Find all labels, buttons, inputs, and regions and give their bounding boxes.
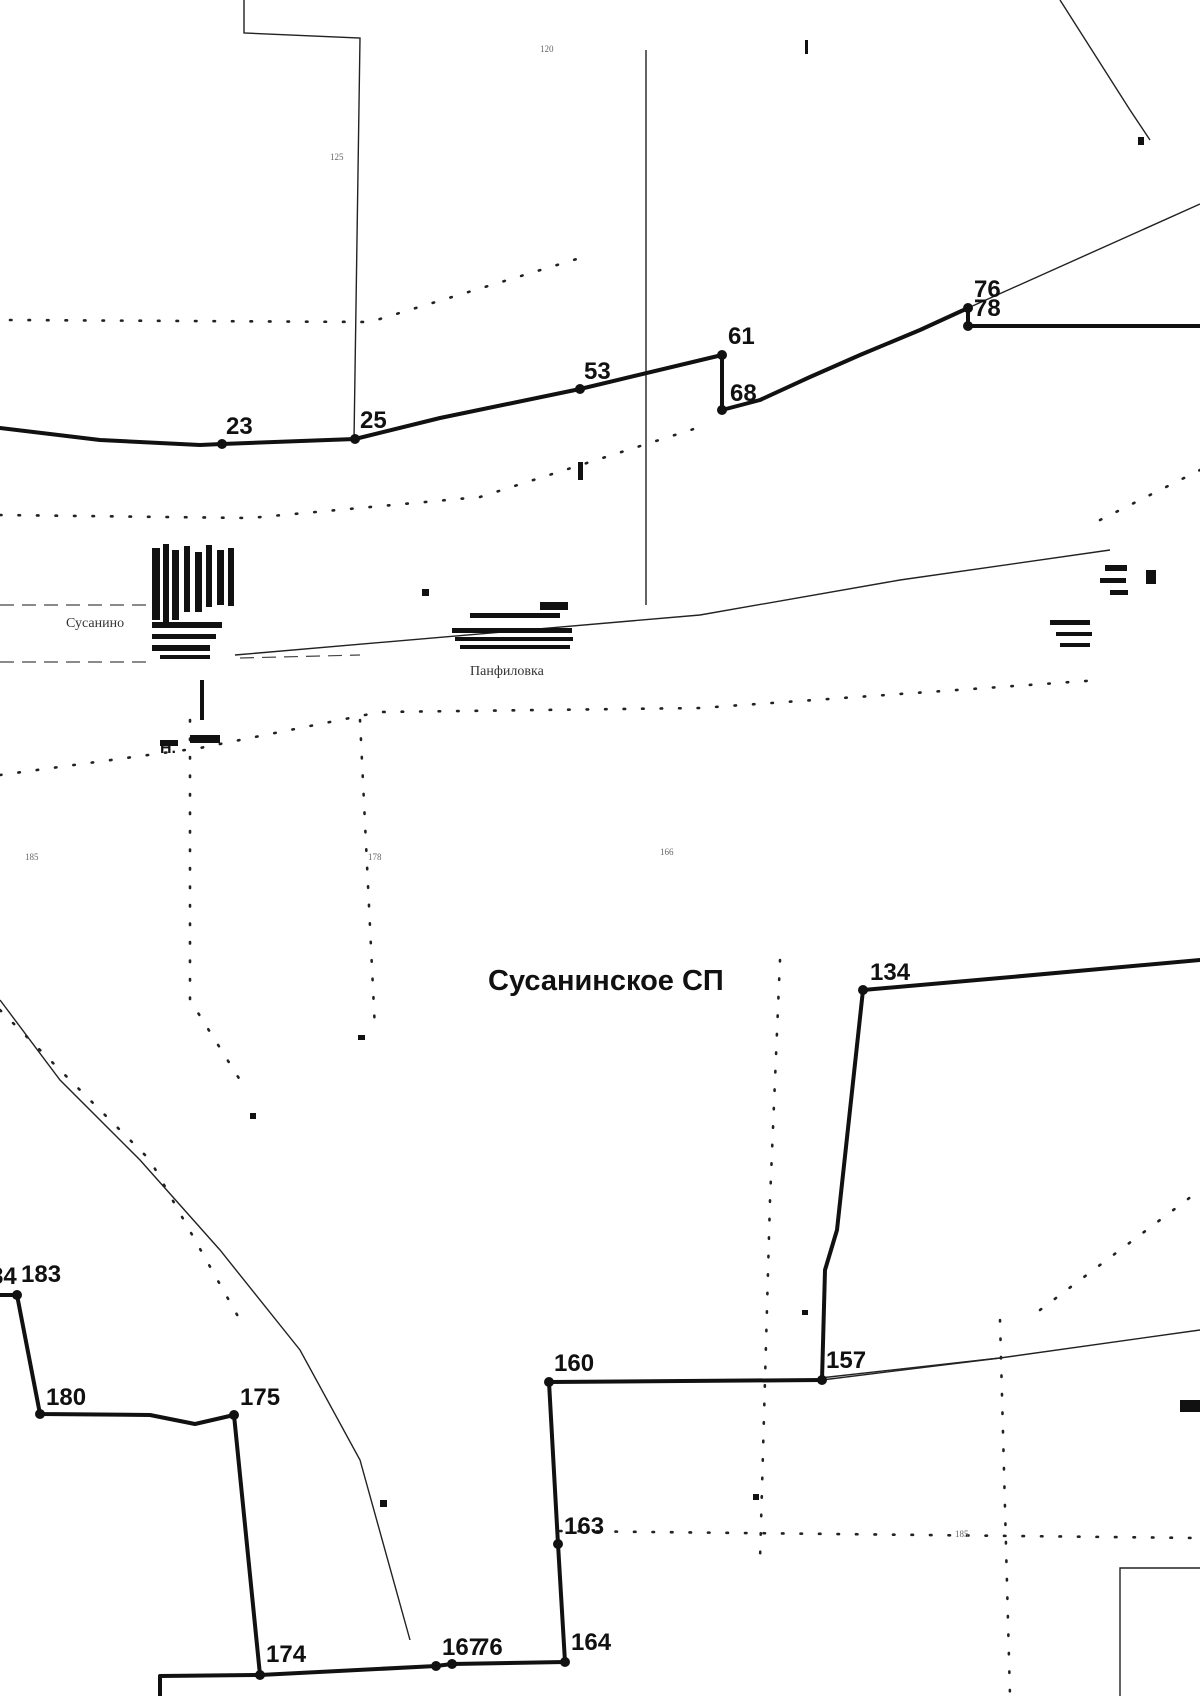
point-label-164: 164 — [571, 1629, 612, 1656]
svg-text:178: 178 — [368, 852, 382, 862]
point-label-167: 167 — [442, 1634, 482, 1661]
top-left-parcel-line — [243, 0, 361, 441]
scattered-map-marks — [250, 40, 1200, 1507]
vertex-180 — [35, 1409, 45, 1419]
faint-ridge-line — [0, 999, 411, 1641]
point-label-53: 53 — [584, 358, 611, 385]
dotted-line-10 — [1098, 468, 1200, 522]
vertex-76 — [963, 303, 973, 313]
boundary-north — [0, 306, 1200, 447]
vertex-167 — [431, 1661, 441, 1671]
vertex-23 — [217, 439, 227, 449]
point-label-160: 160 — [554, 1350, 594, 1377]
dotted-line-9 — [0, 1008, 242, 1322]
region-label: Сусанинское СП — [488, 965, 724, 997]
point-label-180: 180 — [46, 1384, 86, 1411]
bottom-right-frame — [1119, 1567, 1200, 1696]
point-label-78: 78 — [974, 295, 1001, 322]
vertex-157 — [817, 1375, 827, 1385]
dotted-line-6 — [558, 1529, 1200, 1540]
settlement-east-buildings — [1050, 565, 1156, 647]
point-label-175: 175 — [240, 1384, 280, 1411]
vertex-164 — [560, 1657, 570, 1667]
point-label-174: 174 — [266, 1641, 307, 1668]
point-label-163: 163 — [564, 1513, 604, 1540]
vertex-176 — [447, 1659, 457, 1669]
settlement-label-n: Н. — [160, 740, 176, 757]
point-label-61: 61 — [728, 323, 755, 350]
boundary-inner-link — [821, 1357, 1001, 1381]
vertex-183 — [12, 1290, 22, 1300]
boundary-vertices — [12, 303, 973, 1680]
vertex-25 — [350, 434, 360, 444]
dotted-line-5 — [758, 958, 782, 1562]
road-line-west — [0, 604, 361, 663]
point-label-184: 84 — [0, 1263, 17, 1290]
boundary-southwest — [0, 1293, 262, 1677]
point-label-183: 183 — [21, 1261, 61, 1288]
dotted-line-3 — [0, 678, 1102, 777]
point-label-157: 157 — [826, 1347, 866, 1374]
vertex-61 — [717, 350, 727, 360]
settlement-susanino-buildings — [152, 544, 234, 746]
dotted-line-7 — [998, 1318, 1012, 1696]
settlement-label-susanino: Сусанино — [66, 616, 124, 631]
vertex-53 — [575, 384, 585, 394]
northeast-line — [1059, 0, 1151, 141]
vertex-78 — [963, 321, 973, 331]
svg-text:166: 166 — [660, 847, 674, 857]
point-label-25: 25 — [360, 407, 387, 434]
point-label-134: 134 — [870, 959, 911, 986]
svg-text:185: 185 — [25, 852, 39, 862]
boundary-south — [158, 1660, 567, 1696]
svg-text:185: 185 — [955, 1529, 969, 1539]
vertex-68 — [717, 405, 727, 415]
boundary-northeast-spur — [967, 203, 1200, 309]
svg-text:120: 120 — [540, 44, 554, 54]
vertex-160 — [544, 1377, 554, 1387]
settlement-label-panfilovka: Панфиловка — [470, 664, 545, 679]
faint-elevation-marks: 120 125 185 178 166 185 — [25, 44, 969, 1539]
dotted-line-4 — [188, 718, 377, 1082]
svg-text:125: 125 — [330, 152, 344, 162]
point-label-23: 23 — [226, 413, 253, 440]
vertex-174 — [255, 1670, 265, 1680]
road-line-east — [234, 549, 1111, 656]
boundary-east-top — [861, 958, 1200, 992]
point-label-68: 68 — [730, 380, 757, 407]
boundary-center-south — [547, 1378, 824, 1664]
settlement-panfilovka-buildings — [422, 589, 573, 649]
point-label-176: 76 — [476, 1634, 503, 1661]
boundary-east-vertical — [820, 988, 865, 1382]
point-label-76: 76 — [974, 276, 1001, 303]
vertex-163 — [553, 1539, 563, 1549]
lower-east-road — [819, 1329, 1200, 1379]
vertex-175 — [229, 1410, 239, 1420]
dotted-line-1 — [8, 256, 582, 324]
dotted-line-8 — [1038, 1188, 1200, 1312]
vertex-134 — [858, 985, 868, 995]
